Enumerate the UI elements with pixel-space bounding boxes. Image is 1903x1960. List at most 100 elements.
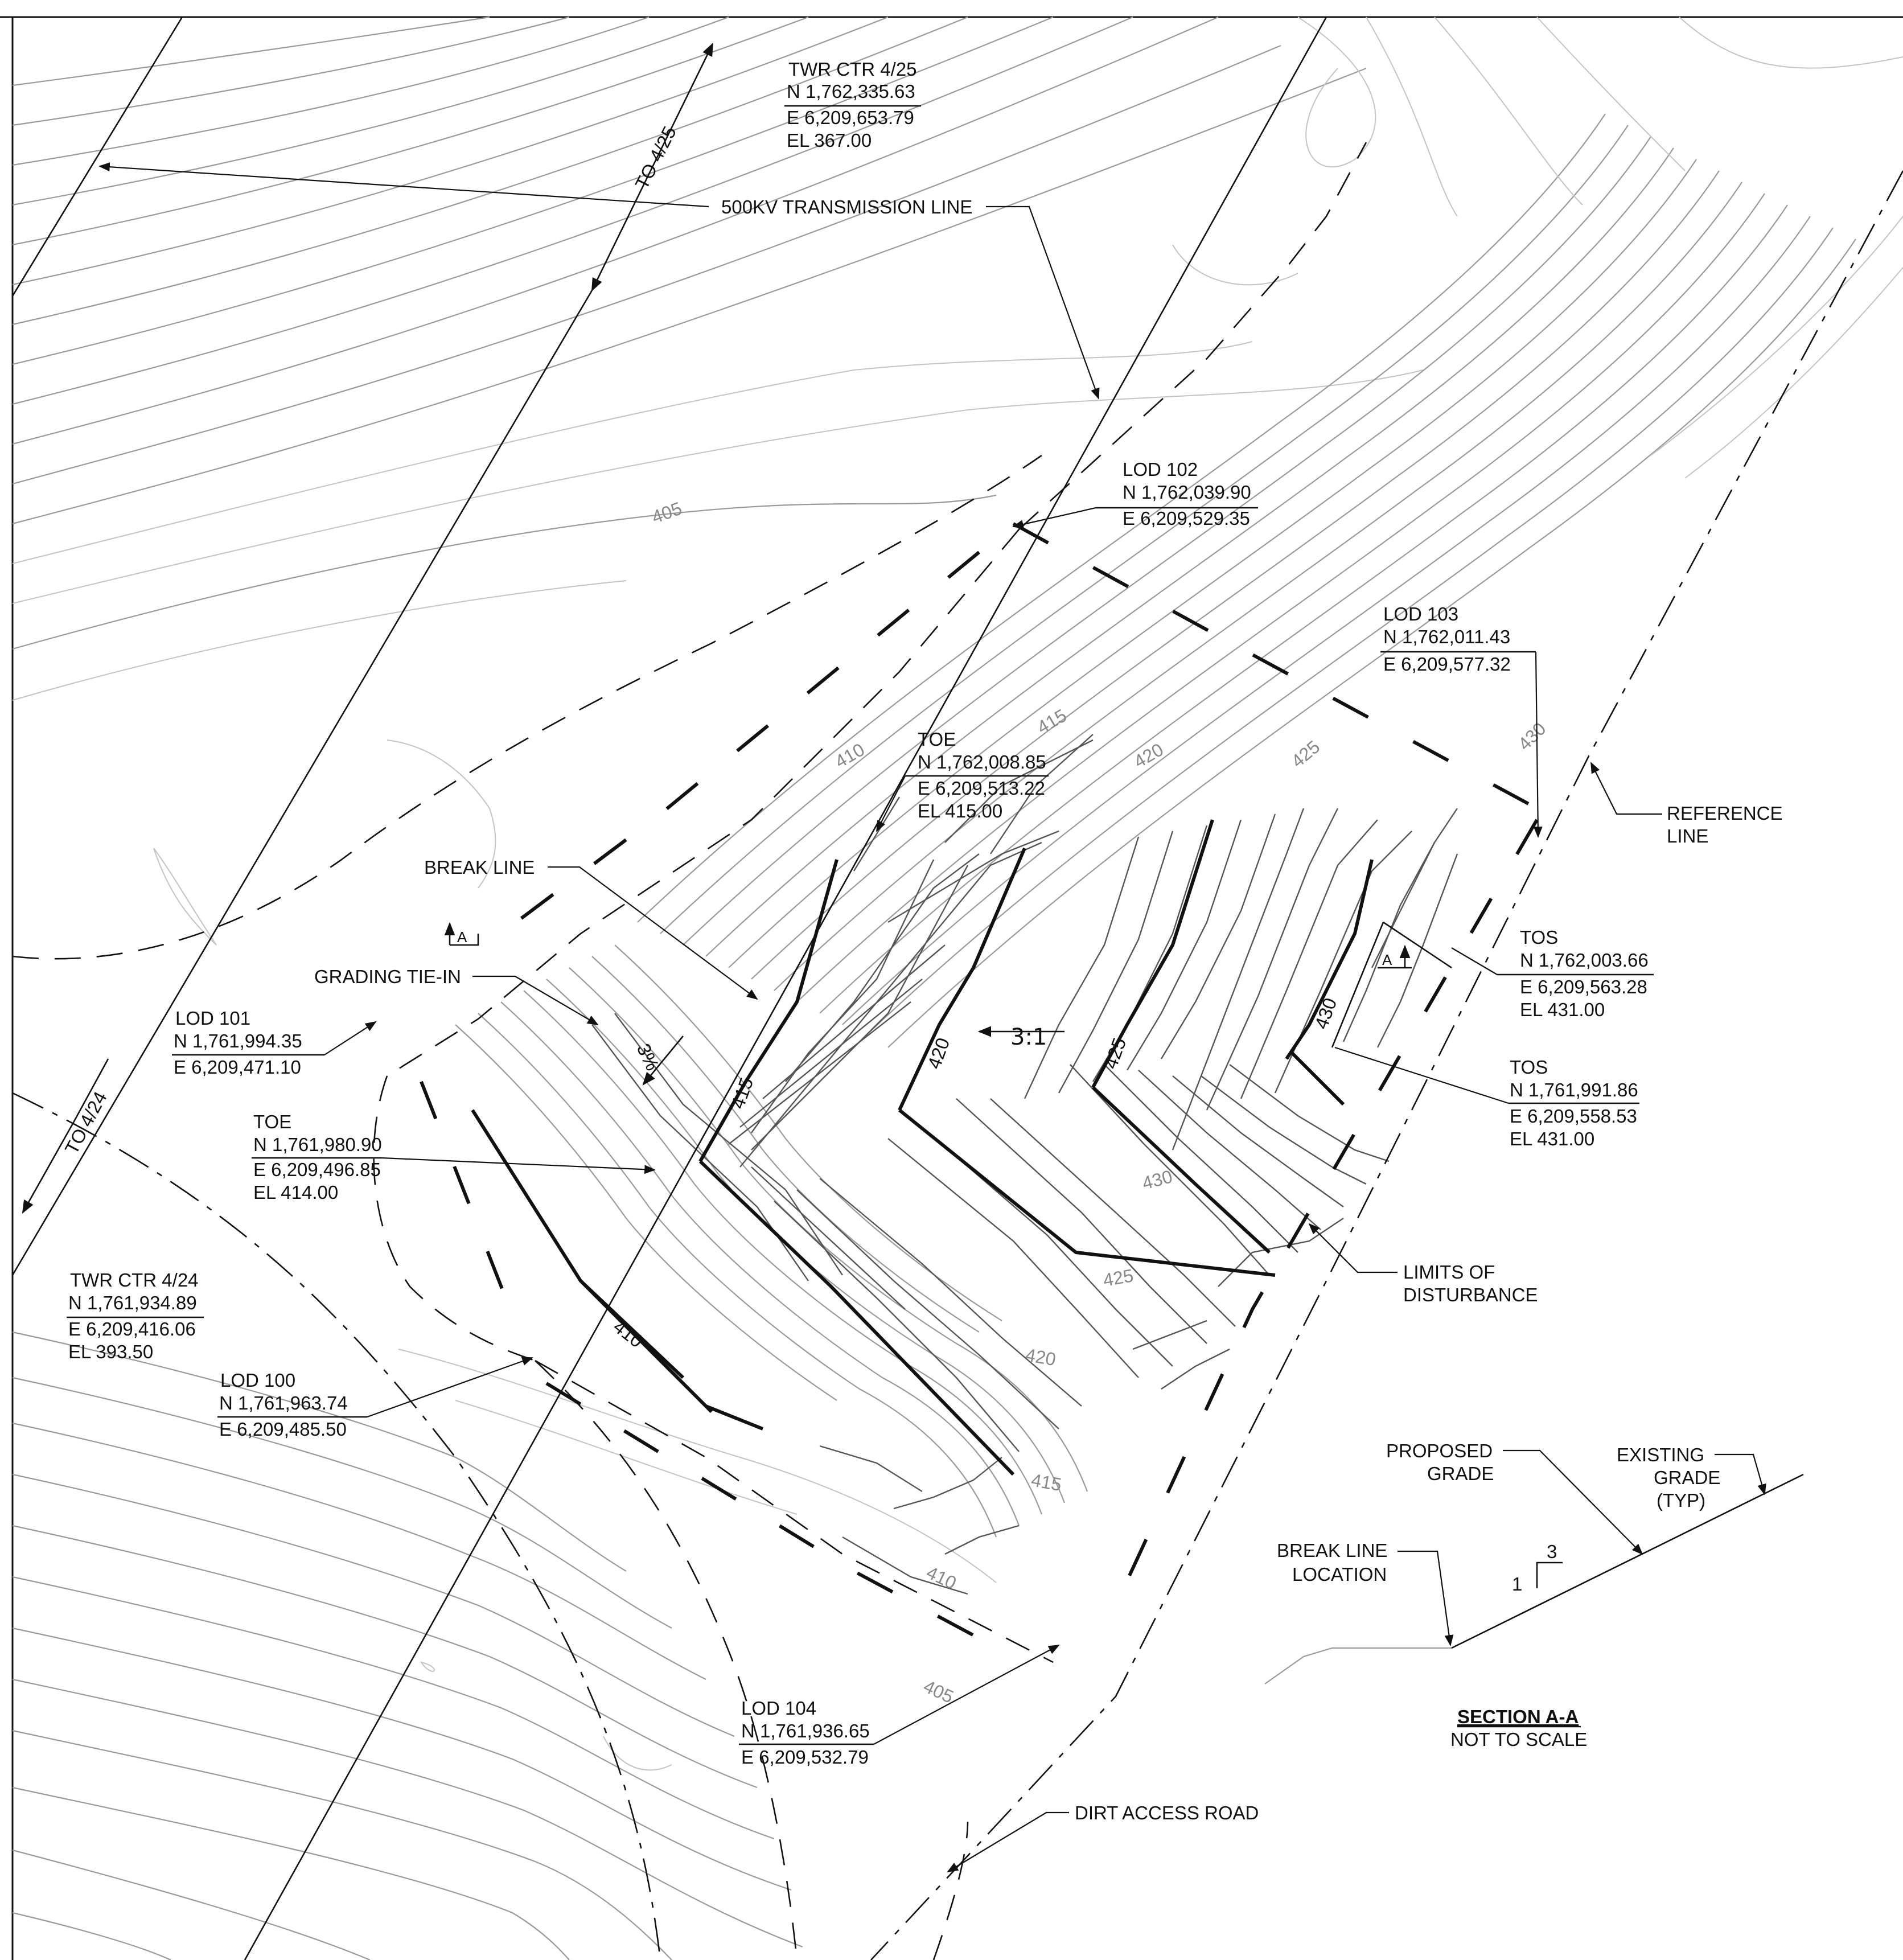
slope-percent-label: 3% <box>633 1040 664 1074</box>
twr-4-24-elev: EL 393.50 <box>68 1341 153 1362</box>
slope-ratio-label: 3:1 <box>1010 1024 1047 1050</box>
lod-102-east: E 6,209,529.35 <box>1123 508 1250 529</box>
grading-tie-in-label: GRADING TIE-IN <box>314 966 461 987</box>
existing-contours-mid <box>455 944 1088 1538</box>
section-markers: A A <box>444 921 1452 1048</box>
slope-h-label: 3 <box>1547 1541 1557 1562</box>
existing-grade-label-1: EXISTING <box>1617 1444 1704 1465</box>
twr-4-25-elev: EL 367.00 <box>787 130 872 151</box>
contour-labels: 405 410 415 420 425 430 430 425 420 415 … <box>649 498 1550 1707</box>
contour-label-405: 405 <box>649 498 684 527</box>
contour-label-410: 410 <box>832 739 868 772</box>
contour-label-415b: 415 <box>1030 1469 1063 1495</box>
toe-upper-elev: EL 415.00 <box>918 800 1002 821</box>
proposed-index-contours <box>471 819 1374 1476</box>
reference-line <box>870 170 1903 1960</box>
twr-4-24-name: TWR CTR 4/24 <box>70 1269 199 1291</box>
limits-label-1: LIMITS OF <box>1403 1262 1495 1283</box>
existing-contours-lower <box>12 1331 997 1960</box>
limits-of-disturbance <box>1018 142 1367 530</box>
tos-upper-east: E 6,209,563.28 <box>1520 976 1647 997</box>
tos-upper-north: N 1,762,003.66 <box>1520 950 1649 971</box>
existing-contours-upper <box>12 16 1903 946</box>
toe-lower-north: N 1,761,980.90 <box>253 1134 382 1155</box>
tos-lower-east: E 6,209,558.53 <box>1510 1106 1637 1127</box>
callout-transmission-line: 500KV TRANSMISSION LINE TO 4/25 <box>98 123 1100 400</box>
lod-100-name: LOD 100 <box>220 1370 295 1391</box>
lod-101-north: N 1,761,994.35 <box>174 1030 302 1051</box>
lod-101-name: LOD 101 <box>175 1008 250 1029</box>
callout-grading-tie-in: GRADING TIE-IN <box>314 966 599 1026</box>
reference-and-lod-lines <box>12 142 1903 1960</box>
contour-label-430: 430 <box>1514 718 1549 754</box>
lod-104-name: LOD 104 <box>741 1698 816 1719</box>
bearing-to-4-24-b <box>73 1058 109 1122</box>
tower-circle-4-25 <box>12 454 1042 960</box>
section-marker-east: A <box>1382 951 1392 968</box>
bearing-line-4-25-west <box>11 290 593 1276</box>
tos-lower-name: TOS <box>1510 1057 1548 1078</box>
proposed-grade-label-1: PROPOSED <box>1386 1440 1493 1461</box>
contour-label-425: 425 <box>1287 736 1324 771</box>
toe-lower-name: TOE <box>253 1111 291 1132</box>
proposed-label-410: 410 <box>610 1316 647 1351</box>
contour-label-420: 420 <box>1131 739 1167 772</box>
callout-lod-101: LOD 101 N 1,761,994.35 E 6,209,471.10 <box>172 1008 377 1078</box>
toe-upper-east: E 6,209,513.22 <box>918 778 1045 799</box>
twr-4-24-east: E 6,209,416.06 <box>68 1318 196 1339</box>
section-title: SECTION A-A <box>1457 1706 1579 1727</box>
existing-contours-slope <box>637 17 1903 1048</box>
toe-lower-east: E 6,209,496.85 <box>253 1159 381 1180</box>
callout-toe-upper: TOE N 1,762,008.85 E 6,209,513.22 EL 415… <box>876 729 1049 832</box>
callout-twr-4-25: TWR CTR 4/25 N 1,762,335.63 E 6,209,653.… <box>784 59 921 151</box>
slope-v-label: 1 <box>1512 1573 1522 1595</box>
existing-grade-label-3: (TYP) <box>1657 1490 1705 1511</box>
toe-lower-elev: EL 414.00 <box>253 1182 338 1203</box>
lod-arc-west <box>373 1075 536 1362</box>
twr-4-25-name: TWR CTR 4/25 <box>788 59 917 80</box>
lod-104-east: E 6,209,532.79 <box>741 1747 869 1768</box>
tos-lower-elev: EL 431.00 <box>1510 1128 1594 1149</box>
contour-label-410b: 410 <box>923 1562 960 1593</box>
transmission-line-label: 500KV TRANSMISSION LINE <box>721 196 972 217</box>
callout-tos-lower: TOS N 1,761,991.86 E 6,209,558.53 EL 431… <box>1334 1046 1639 1149</box>
callout-break-line: BREAK LINE <box>424 857 758 1000</box>
twr-4-25-north: N 1,762,335.63 <box>787 81 915 102</box>
toe-upper-name: TOE <box>918 729 956 750</box>
proposed-label-430: 430 <box>1310 995 1341 1032</box>
tos-upper-name: TOS <box>1520 927 1558 948</box>
lod-101-east: E 6,209,471.10 <box>174 1057 301 1078</box>
lod-100-east: E 6,209,485.50 <box>219 1419 347 1440</box>
lod-100-north: N 1,761,963.74 <box>219 1392 348 1413</box>
lod-102-name: LOD 102 <box>1123 459 1198 480</box>
proposed-label-425: 425 <box>1100 1035 1131 1071</box>
proposed-grade-label-2: GRADE <box>1427 1463 1494 1484</box>
proposed-label-415: 415 <box>727 1075 758 1111</box>
twr-4-25-east: E 6,209,653.79 <box>787 107 914 128</box>
break-line-label: BREAK LINE <box>424 857 535 878</box>
reference-line-label-2: LINE <box>1667 825 1708 847</box>
lod-103-north: N 1,762,011.43 <box>1383 626 1510 647</box>
callout-toe-lower: TOE N 1,761,980.90 E 6,209,496.85 EL 414… <box>252 1111 656 1203</box>
sheet-border <box>0 16 1903 1960</box>
callout-lod-103: LOD 103 N 1,762,011.43 E 6,209,577.32 <box>1380 603 1543 838</box>
callout-lod-104: LOD 104 N 1,761,936.65 E 6,209,532.79 <box>739 1645 1060 1768</box>
slope-indicators: 3:1 3% <box>633 1024 1064 1086</box>
proposed-grading-contours <box>591 734 1458 1595</box>
dirt-access-road-east <box>932 1821 969 1960</box>
section-a-a-detail: 3 1 PROPOSED GRADE EXISTING GRADE (TYP) … <box>1264 1440 1804 1750</box>
dirt-access-road-label: DIRT ACCESS ROAD <box>1075 1802 1259 1823</box>
callout-lod-100: LOD 100 N 1,761,963.74 E 6,209,485.50 <box>217 1357 533 1440</box>
break-line <box>420 522 1539 1658</box>
lod-south-boundary <box>535 1359 1054 1663</box>
proposed-label-420: 420 <box>923 1035 954 1071</box>
reference-line-label-1: REFERENCE <box>1667 803 1783 824</box>
break-line-location-label-1: BREAK LINE <box>1277 1540 1387 1561</box>
tos-upper-elev: EL 431.00 <box>1520 999 1605 1020</box>
dirt-access-road-edge <box>535 1360 798 1960</box>
tos-lower-north: N 1,761,991.86 <box>1510 1079 1638 1100</box>
lod-104-north: N 1,761,936.65 <box>741 1720 870 1741</box>
slope-triangle <box>1536 1562 1563 1588</box>
break-line-location-label-2: LOCATION <box>1292 1564 1387 1585</box>
